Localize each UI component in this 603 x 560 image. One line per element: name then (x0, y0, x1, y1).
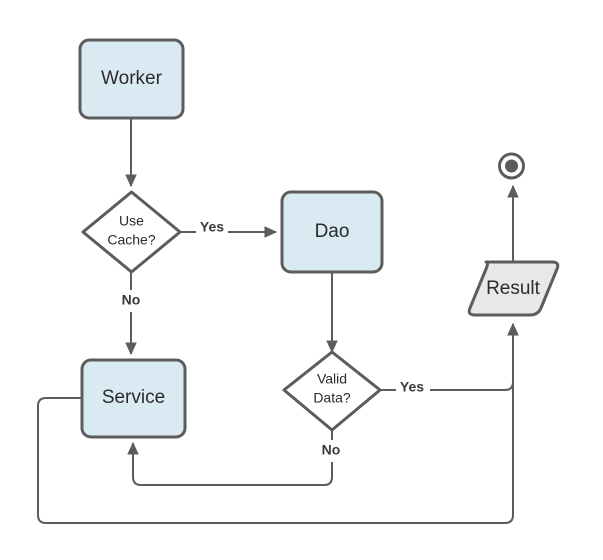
node-use-cache-label-line1: Use (119, 213, 144, 229)
node-dao-label: Dao (315, 221, 350, 242)
node-worker[interactable]: Worker (78, 38, 185, 120)
edge-service-to-result (37, 322, 519, 524)
node-valid-data[interactable]: Valid Data? (282, 350, 382, 432)
node-valid-data-label-line1: Valid (317, 371, 347, 387)
node-use-cache-shape (81, 190, 182, 274)
node-service-label: Service (102, 387, 165, 408)
edge-valid-data-to-result (430, 322, 519, 391)
node-valid-data-shape (282, 350, 382, 432)
node-end-inner-dot (505, 159, 518, 173)
edge-valid-data-to-service (127, 441, 333, 486)
node-valid-data-label-line2: Data? (313, 390, 351, 406)
node-dao[interactable]: Dao (280, 190, 384, 274)
node-use-cache-label-line2: Cache? (107, 232, 155, 248)
node-service[interactable]: Service (80, 358, 187, 439)
node-service-shape (80, 358, 187, 439)
node-result[interactable]: Result (467, 260, 560, 317)
node-result-label: Result (486, 278, 541, 299)
node-worker-label: Worker (101, 68, 163, 89)
edge-label-valid-data-no: No (322, 442, 341, 458)
node-dao-shape (280, 190, 384, 274)
node-end[interactable] (498, 152, 525, 180)
node-use-cache[interactable]: Use Cache? (81, 190, 182, 274)
edge-label-valid-data-yes: Yes (400, 379, 424, 395)
node-result-shape (467, 260, 560, 317)
node-worker-shape (78, 38, 185, 120)
edge-label-use-cache-no: No (122, 292, 141, 308)
edge-label-use-cache-yes: Yes (200, 219, 224, 235)
